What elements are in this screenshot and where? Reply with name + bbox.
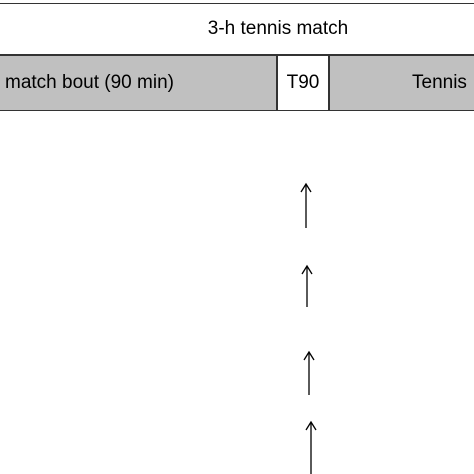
match-header: 3-h tennis match	[0, 3, 474, 55]
segment-label-second-bout: Tennis	[412, 72, 467, 93]
arrow-head	[301, 264, 313, 275]
timeline-segment-first-bout: match bout (90 min)	[0, 55, 277, 111]
up-arrow-icon	[300, 182, 312, 228]
segment-label-first-bout: match bout (90 min)	[5, 72, 174, 93]
up-arrow-icon	[303, 350, 315, 395]
arrow-head	[305, 420, 317, 431]
match-title: 3-h tennis match	[207, 18, 349, 39]
timeline-segment-second-bout: Tennis	[329, 55, 474, 111]
up-arrow-icon	[305, 420, 317, 474]
timeline-segment-t90: T90	[277, 55, 329, 111]
arrow-head	[300, 182, 312, 193]
up-arrow-icon	[301, 264, 313, 307]
arrow-head	[303, 350, 315, 361]
segment-label-t90: T90	[286, 72, 320, 93]
